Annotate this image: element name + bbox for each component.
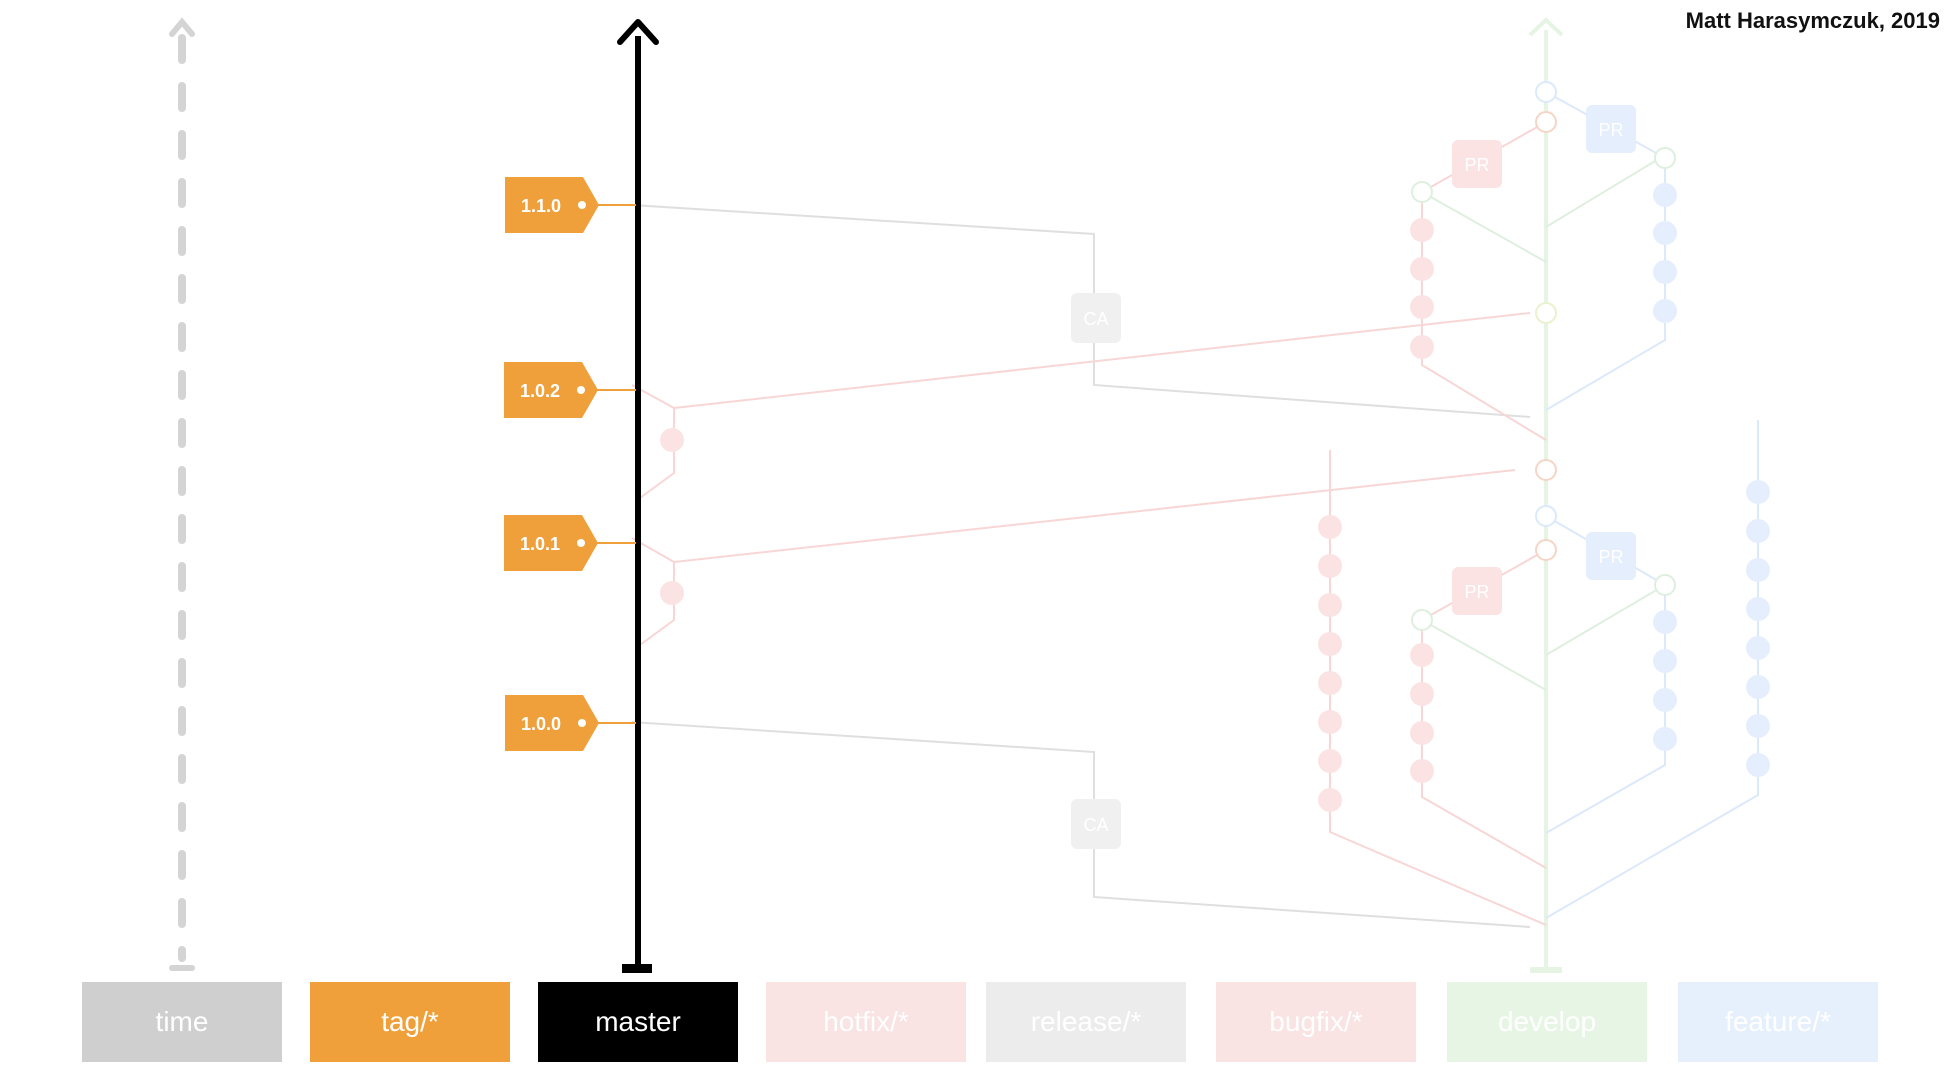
pr-badge-feature-lower: PR: [1586, 532, 1636, 580]
feature-lower-commits: [1653, 610, 1677, 751]
tag-label: 1.1.0: [521, 196, 561, 216]
version-tag: 1.0.1: [504, 515, 636, 571]
legend-develop: develop: [1447, 982, 1647, 1062]
legend-hotfix: hotfix/*: [766, 982, 966, 1062]
tag-label: 1.0.2: [520, 381, 560, 401]
release-badge-1: CA: [1071, 293, 1121, 343]
release-badge-2: CA: [1071, 799, 1121, 849]
tag-hole-icon: [577, 539, 585, 547]
legend-feature: feature/*: [1678, 982, 1878, 1062]
develop-line: [1528, 17, 1564, 973]
tag-label: 1.0.1: [520, 534, 560, 554]
tag-hole-icon: [578, 201, 586, 209]
lower-merge-nodes: [1411, 459, 1676, 631]
hotfix-commit: [660, 581, 684, 605]
version-tag: 1.0.2: [504, 362, 636, 418]
pr-badge-text: PR: [1464, 155, 1489, 175]
upper-merge-nodes: [1411, 81, 1676, 324]
faded-branches: CA CA: [631, 17, 1770, 973]
legend-release: release/*: [986, 982, 1186, 1062]
pr-badge-feature-upper: PR: [1586, 105, 1636, 153]
legend-time: time: [82, 982, 282, 1062]
pr-badge-text: PR: [1598, 547, 1623, 567]
develop-upper-lines: [1421, 154, 1666, 263]
develop-lower-lines: [1421, 584, 1666, 691]
hotfix-lines: [631, 312, 1531, 646]
hotfix-commit: [660, 428, 684, 452]
feature-lower-lines: [1545, 420, 1759, 919]
pr-badge-text: PR: [1598, 120, 1623, 140]
ca-badge-text: CA: [1083, 309, 1108, 329]
tag-label: 1.0.0: [521, 714, 561, 734]
tags: 1.1.0 1.0.2 1.0.1 1.0.0: [504, 177, 636, 751]
version-tag: 1.0.0: [505, 695, 636, 751]
bugfix-lower-lines: [1329, 450, 1547, 926]
feature-long-commits: [1746, 480, 1770, 777]
time-axis: [169, 17, 195, 971]
pr-badge-text: PR: [1464, 582, 1489, 602]
bugfix-upper-commits: [1410, 218, 1434, 359]
version-tag: 1.1.0: [505, 177, 636, 233]
master-axis: [617, 19, 659, 973]
master-axis-base: [622, 964, 652, 973]
arrow-up-icon: [617, 19, 659, 45]
bugfix-long-commits: [1318, 515, 1342, 812]
tag-hole-icon: [578, 719, 586, 727]
bugfix-lower-commits: [1410, 643, 1434, 783]
legend-bugfix: bugfix/*: [1216, 982, 1416, 1062]
tag-hole-icon: [577, 386, 585, 394]
feature-upper-commits: [1653, 183, 1677, 323]
pr-badge-bugfix-upper: PR: [1452, 140, 1502, 188]
legend-master: master: [538, 982, 738, 1062]
author-credit: Matt Harasymczuk, 2019: [1685, 8, 1940, 33]
pr-badge-bugfix-lower: PR: [1452, 567, 1502, 615]
legend-tag: tag/*: [310, 982, 510, 1062]
ca-badge-text: CA: [1083, 815, 1108, 835]
